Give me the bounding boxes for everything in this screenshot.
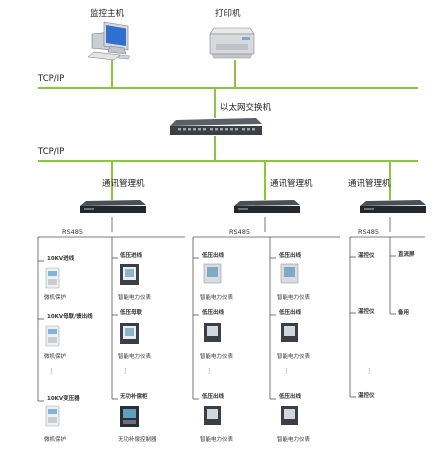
comm-manager-1-icon — [80, 200, 146, 213]
computer-icon — [87, 21, 131, 61]
protection-relay-icon — [45, 405, 60, 427]
spare-label: 备用 — [398, 310, 410, 316]
ellipsis: ⋮ — [122, 367, 129, 375]
power-meter-icon — [204, 323, 221, 342]
tcpip-bottom-label: TCP/IP — [38, 147, 65, 157]
temperature-controller-label: 温控仪 — [358, 309, 375, 315]
feeder-header: 低压出线 — [279, 394, 302, 400]
power-meter-icon — [203, 263, 222, 284]
feeder-header: 10KV母联/馈出线 — [47, 314, 93, 320]
ellipsis: ⋮ — [283, 367, 290, 375]
rs485-label: RS485 — [358, 228, 380, 236]
tcpip-top-label: TCP/IP — [38, 74, 65, 84]
ellipsis: ⋮ — [48, 367, 55, 375]
comm-manager-1-label: 通讯管理机 — [102, 179, 145, 189]
rs485-label: RS485 — [62, 228, 84, 236]
protection-relay-icon — [45, 267, 60, 289]
ellipsis: ⋮ — [366, 367, 373, 375]
feeder-header: 10KV变压器 — [47, 396, 80, 402]
device-caption: 智能电力仪表 — [200, 437, 234, 443]
comm-manager-3-label: 通讯管理机 — [348, 179, 391, 189]
rs485-label: RS485 — [229, 228, 251, 236]
group1-tree — [37, 217, 185, 402]
feeder-header: 低压母联 — [120, 310, 143, 316]
power-meter-icon — [204, 406, 221, 425]
power-meter-icon — [120, 323, 139, 344]
device-caption: 智能电力仪表 — [118, 354, 152, 360]
printer-icon — [209, 27, 255, 59]
power-meter-icon — [120, 264, 139, 285]
printer-label: 打印机 — [215, 9, 241, 19]
ellipsis: ⋮ — [206, 367, 213, 375]
ethernet-switch-icon — [170, 118, 262, 135]
group3-tree — [349, 217, 425, 398]
feeder-header: 低压出线 — [202, 394, 225, 400]
feeder-header: 低压出线 — [279, 253, 302, 259]
feeder-header: 低压出线 — [202, 253, 225, 259]
temperature-controller-label: 温控仪 — [358, 393, 375, 399]
feeder-header: 低压出线 — [202, 310, 225, 316]
comm-manager-3-icon — [360, 200, 426, 213]
power-meter-icon — [281, 406, 298, 425]
feeder-header: 无功补偿柜 — [120, 394, 148, 400]
power-meter-icon — [281, 323, 298, 342]
feeder-header: 低压进线 — [120, 253, 143, 259]
device-caption: 智能电力仪表 — [277, 295, 311, 301]
device-caption: 微机保护 — [44, 437, 67, 443]
device-caption: 智能电力仪表 — [118, 295, 152, 301]
device-caption: 微机保护 — [44, 354, 67, 360]
protection-relay-icon — [45, 325, 60, 347]
feeder-header: 10KV进线 — [47, 256, 75, 262]
power-meter-icon — [280, 263, 299, 284]
device-caption: 微机保护 — [44, 295, 67, 301]
device-caption: 无功补偿控制器 — [118, 437, 157, 443]
ethernet-switch-label: 以太网交换机 — [220, 103, 272, 113]
comm-manager-2-label: 通讯管理机 — [270, 179, 313, 189]
dc-panel-label: 直流屏 — [398, 252, 415, 258]
device-caption: 智能电力仪表 — [277, 437, 311, 443]
comm-manager-2-icon — [234, 200, 300, 213]
feeder-header: 低压出线 — [279, 310, 302, 316]
device-caption: 智能电力仪表 — [200, 295, 234, 301]
monitor-host-label: 监控主机 — [90, 9, 125, 19]
temperature-controller-label: 温控仪 — [358, 253, 375, 259]
device-caption: 智能电力仪表 — [200, 354, 234, 360]
var-compensation-controller-icon — [120, 406, 139, 427]
device-caption: 智能电力仪表 — [277, 354, 311, 360]
group2-tree — [192, 217, 340, 400]
